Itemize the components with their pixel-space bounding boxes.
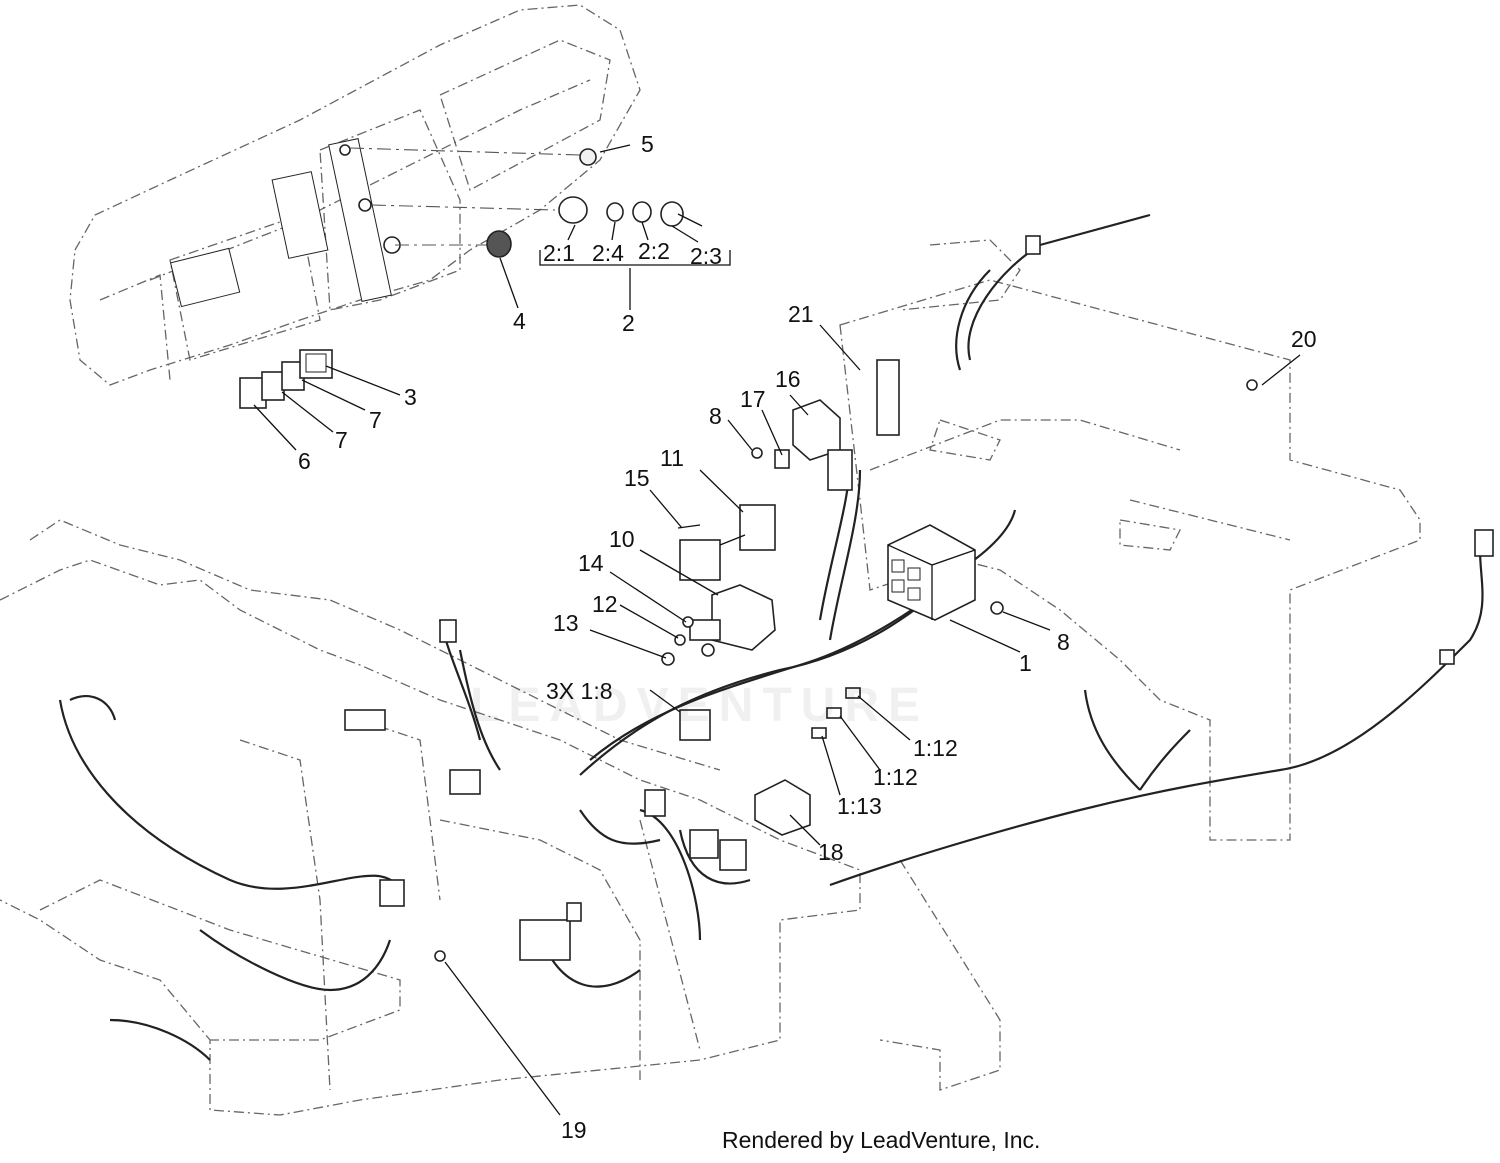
callout-13: 13: [553, 610, 579, 636]
starter-solenoid: [661, 504, 776, 666]
callout-7-lower: 7: [335, 427, 348, 453]
callout-19: 19: [561, 1117, 587, 1143]
watermark: LEADVENTURE: [470, 679, 930, 732]
fuse-block: [887, 524, 976, 621]
callout-3x-1-8: 3X 1:8: [546, 678, 613, 704]
callout-2-1: 2:1: [543, 240, 575, 266]
callout-7-upper: 7: [369, 407, 382, 433]
callout-2-4: 2:4: [592, 240, 624, 266]
wiring-harness: [58, 213, 1494, 1061]
callout-6: 6: [298, 448, 311, 474]
callout-8-upper: 8: [709, 403, 722, 429]
callout-17: 17: [740, 386, 766, 412]
leader-lines: [253, 144, 1301, 1116]
callout-12: 12: [592, 591, 618, 617]
ignition-switch-parts: [349, 147, 731, 266]
callout-21: 21: [788, 301, 814, 327]
callout-1: 1: [1019, 650, 1032, 676]
callout-2-3: 2:3: [690, 243, 722, 269]
callout-20: 20: [1291, 326, 1317, 352]
callout-1-12-lower: 1:12: [873, 764, 918, 790]
callout-2: 2: [622, 310, 635, 336]
relay-parts: [434, 359, 1258, 962]
callout-15: 15: [624, 465, 650, 491]
callout-18: 18: [818, 839, 844, 865]
callout-16: 16: [775, 366, 801, 392]
callout-8-lower: 8: [1057, 629, 1070, 655]
callout-4: 4: [513, 308, 526, 334]
callout-1-12-upper: 1:12: [913, 735, 958, 761]
callout-11: 11: [660, 445, 684, 471]
dash-switch-panel: [169, 138, 401, 308]
callout-14: 14: [578, 550, 604, 576]
callout-3: 3: [404, 384, 417, 410]
callout-5: 5: [641, 131, 654, 157]
callout-2-2: 2:2: [638, 238, 670, 264]
callout-10: 10: [609, 526, 635, 552]
rocker-switches: [239, 349, 333, 409]
callout-1-13: 1:13: [837, 793, 882, 819]
render-credit: Rendered by LeadVenture, Inc.: [722, 1127, 1041, 1153]
